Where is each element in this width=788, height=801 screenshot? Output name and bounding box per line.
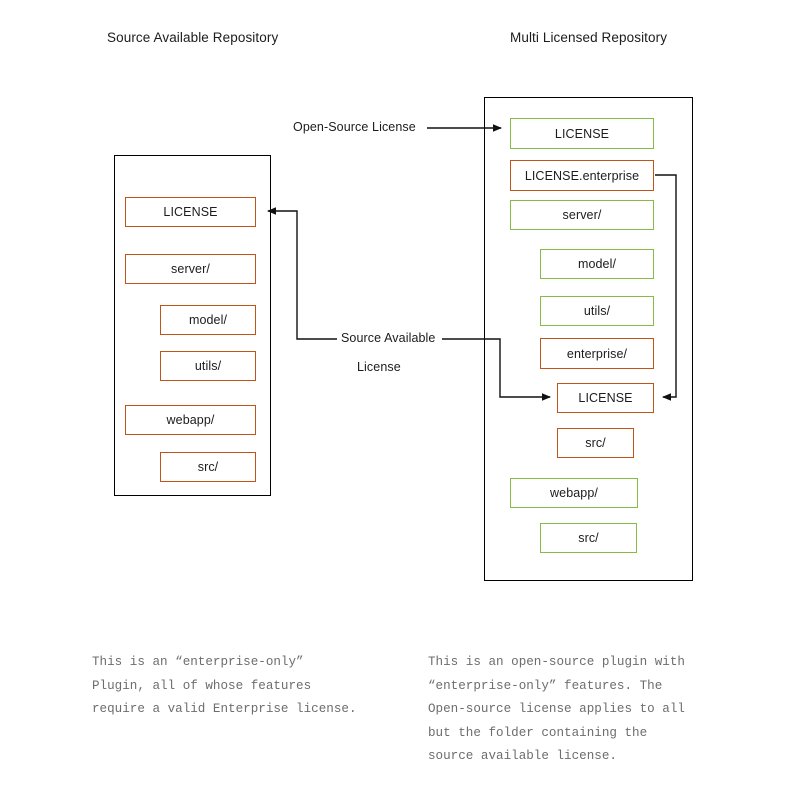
left-repository-title: Source Available Repository bbox=[107, 30, 279, 45]
right-repo-item-webapp-src[interactable]: src/ bbox=[540, 523, 637, 553]
left-repository-caption: This is an “enterprise-only” Plugin, all… bbox=[92, 655, 357, 716]
right-repo-item-webapp[interactable]: webapp/ bbox=[510, 478, 638, 508]
left-repo-item-model[interactable]: model/ bbox=[160, 305, 256, 335]
edge-label-open-source-license: Open-Source License bbox=[293, 120, 416, 134]
edge-source-available-to-left-license bbox=[267, 207, 337, 340]
left-repo-item-webapp[interactable]: webapp/ bbox=[125, 405, 256, 435]
right-repo-item-enterprise-src[interactable]: src/ bbox=[557, 428, 634, 458]
right-repo-item-server[interactable]: server/ bbox=[510, 200, 654, 230]
right-repository-caption: This is an open-source plugin with “ente… bbox=[428, 655, 685, 763]
edge-label-source-available-line1: Source Available bbox=[341, 331, 436, 345]
right-repo-item-utils[interactable]: utils/ bbox=[540, 296, 654, 326]
right-repo-item-enterprise[interactable]: enterprise/ bbox=[540, 338, 654, 369]
right-repo-item-model[interactable]: model/ bbox=[540, 249, 654, 279]
edge-label-source-available-line2: License bbox=[357, 360, 401, 374]
right-repo-item-license-enterprise[interactable]: LICENSE.enterprise bbox=[510, 160, 654, 191]
right-repository-title: Multi Licensed Repository bbox=[510, 30, 668, 45]
left-repo-item-utils[interactable]: utils/ bbox=[160, 351, 256, 381]
left-repo-item-license[interactable]: LICENSE bbox=[125, 197, 256, 227]
right-repo-item-license-source-available[interactable]: LICENSE bbox=[557, 383, 654, 413]
right-repo-item-license-open[interactable]: LICENSE bbox=[510, 118, 654, 149]
left-repo-item-src[interactable]: src/ bbox=[160, 452, 256, 482]
left-repo-item-server[interactable]: server/ bbox=[125, 254, 256, 284]
